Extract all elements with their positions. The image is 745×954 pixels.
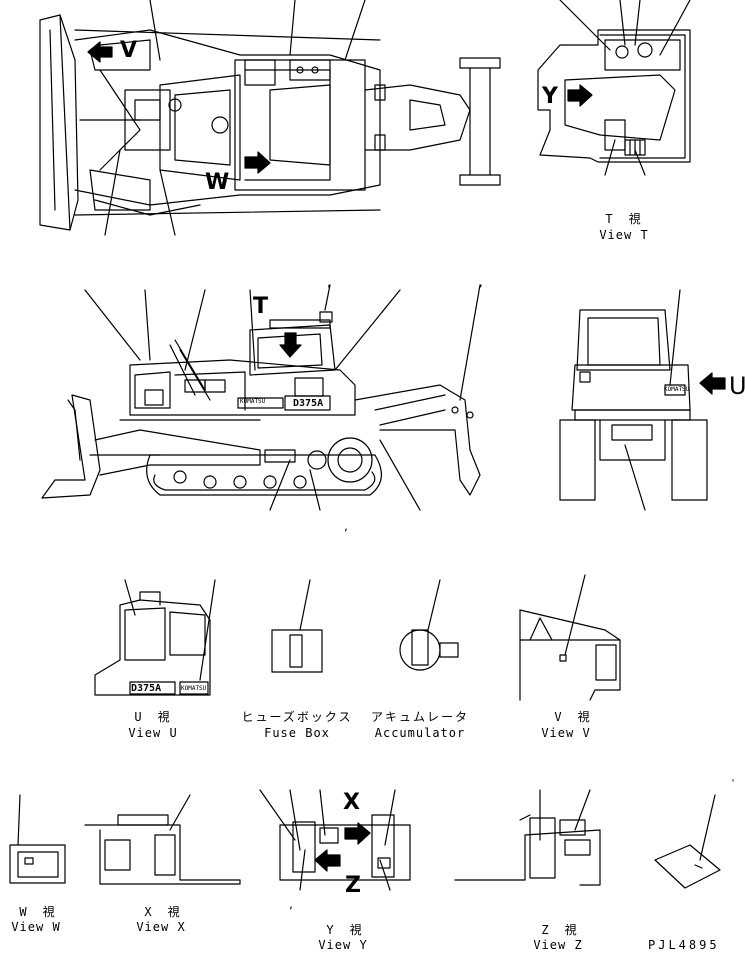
accumulator-label-en: Accumulator xyxy=(374,726,466,740)
top-view-dozer xyxy=(39,0,501,236)
letter-u: U xyxy=(729,372,745,400)
view-v-label-jp: V 視 xyxy=(554,710,592,724)
tick-mark: , xyxy=(288,900,295,911)
view-y-drawing xyxy=(259,789,411,891)
fuse-box-drawing xyxy=(271,579,323,673)
side-view-dozer xyxy=(41,284,481,511)
view-z-label-en: View Z xyxy=(533,938,583,952)
drawing-code: PJL4895 xyxy=(648,938,720,952)
view-u-label-jp: U 視 xyxy=(134,710,172,724)
letter-t: T xyxy=(253,294,269,319)
model-plate-view-u: D375A xyxy=(131,683,162,694)
letter-v: V xyxy=(120,38,138,63)
letter-x: X xyxy=(343,790,360,815)
view-u-label-en: View U xyxy=(128,726,178,740)
view-y-label-en: View Y xyxy=(318,938,368,952)
view-x-label-jp: X 視 xyxy=(144,905,182,919)
view-w-label-jp: W 視 xyxy=(19,905,57,919)
view-t-label-en: View T xyxy=(599,228,649,242)
tick-mark: , xyxy=(326,278,333,289)
view-x-drawing xyxy=(84,794,241,885)
view-v-drawing xyxy=(519,574,621,701)
accumulator-drawing xyxy=(399,579,459,671)
fuse-box-label-en: Fuse Box xyxy=(264,726,330,740)
view-w-label-en: View W xyxy=(11,920,61,934)
model-plate-side: D375A xyxy=(293,398,324,409)
letter-z: Z xyxy=(345,873,361,898)
letter-w: W xyxy=(205,170,230,195)
view-t-drawing xyxy=(537,0,691,176)
view-z-label-jp: Z 視 xyxy=(541,923,579,937)
view-t-label-jp: T 視 xyxy=(605,212,643,226)
small-plate-drawing xyxy=(654,794,721,889)
brand-plate-side: KOMATSU xyxy=(240,398,266,405)
brand-plate-view-u: KOMATSU xyxy=(181,685,207,692)
view-x-label-en: View X xyxy=(136,920,186,934)
view-v-label-en: View V xyxy=(541,726,591,740)
tick-mark: , xyxy=(478,278,485,289)
view-u-drawing xyxy=(94,579,216,696)
view-w-drawing xyxy=(9,794,66,884)
view-z-drawing xyxy=(454,789,601,886)
fuse-box-label-jp: ヒューズボックス xyxy=(241,710,353,724)
tick-mark: , xyxy=(343,522,350,533)
view-y-label-jp: Y 視 xyxy=(326,923,364,937)
rear-view-dozer xyxy=(559,289,726,511)
letter-y: Y xyxy=(542,84,558,109)
brand-plate-rear: KOMATSU xyxy=(664,386,690,393)
tick-mark: ' xyxy=(730,778,737,789)
accumulator-label-jp: アキュムレータ xyxy=(370,710,470,724)
